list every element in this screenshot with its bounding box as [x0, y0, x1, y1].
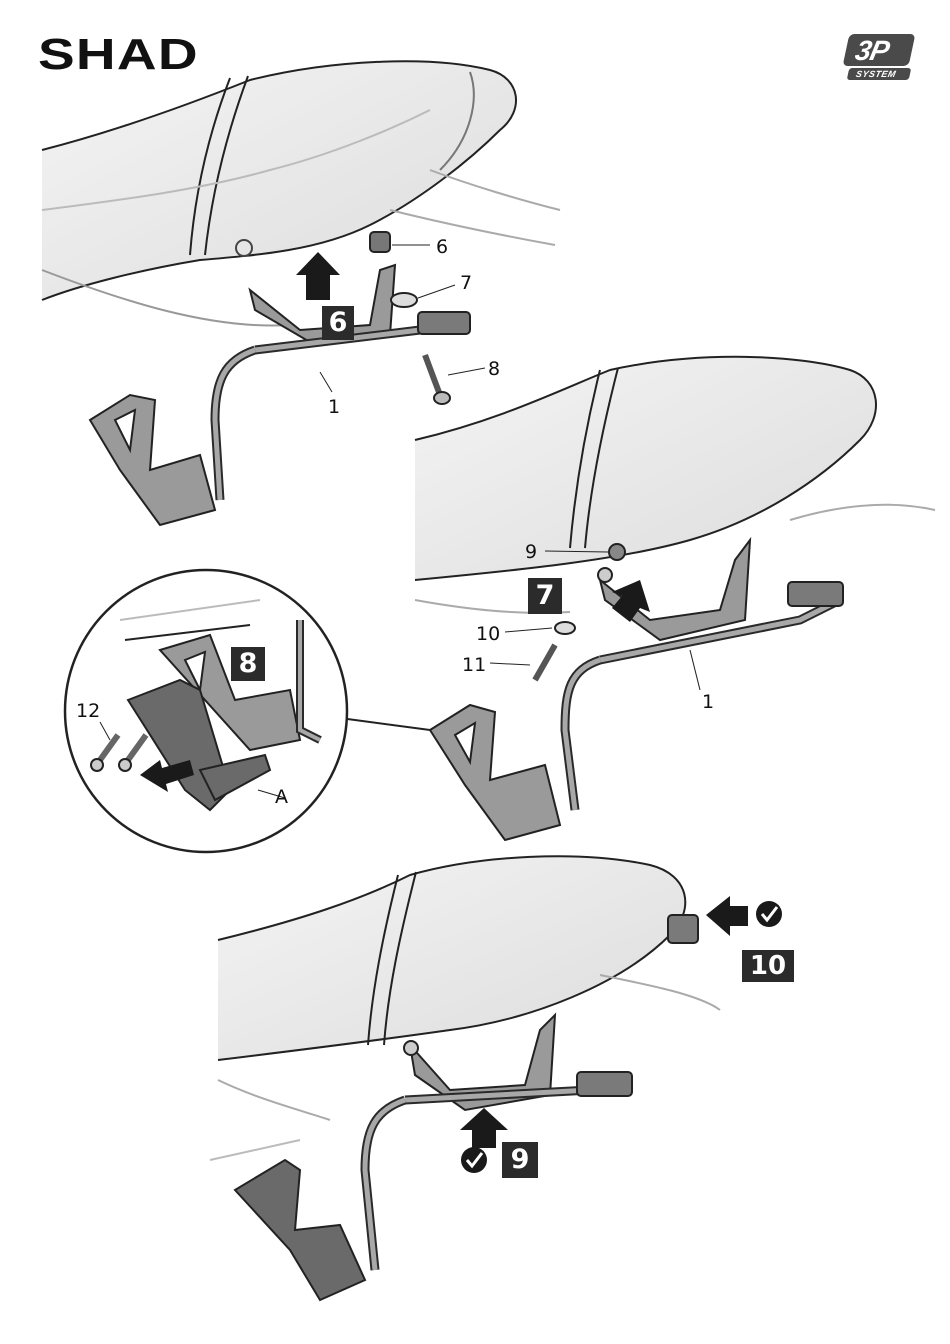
callout-part-6: 6 [436, 236, 448, 258]
callout-part-12: 12 [76, 700, 100, 722]
callout-part-11: 11 [462, 654, 486, 676]
check-icon [756, 901, 782, 927]
up-arrow-icon [296, 252, 340, 300]
zoom-connector [340, 718, 430, 730]
callout-part-8: 8 [488, 358, 500, 380]
callout-part-10: 10 [476, 623, 500, 645]
check-icon [461, 1147, 487, 1173]
step8-zoom-detail [65, 570, 347, 852]
callout-part-1-mid: 1 [702, 691, 714, 713]
up-arrow-icon [460, 1108, 508, 1148]
callout-part-1-top: 1 [328, 396, 340, 418]
callout-part-9: 9 [525, 541, 537, 563]
step-7-badge: 7 [528, 578, 562, 614]
step7-drawing [415, 357, 935, 840]
step-10-badge: 10 [742, 950, 794, 982]
callout-label-a: A [275, 786, 288, 808]
step-8-badge: 8 [231, 647, 265, 681]
step-9-badge: 9 [502, 1142, 538, 1178]
callout-part-7: 7 [460, 272, 472, 294]
left-arrow-icon [706, 896, 748, 936]
step9-10-drawing [210, 856, 720, 1300]
step-6-badge: 6 [322, 306, 354, 340]
